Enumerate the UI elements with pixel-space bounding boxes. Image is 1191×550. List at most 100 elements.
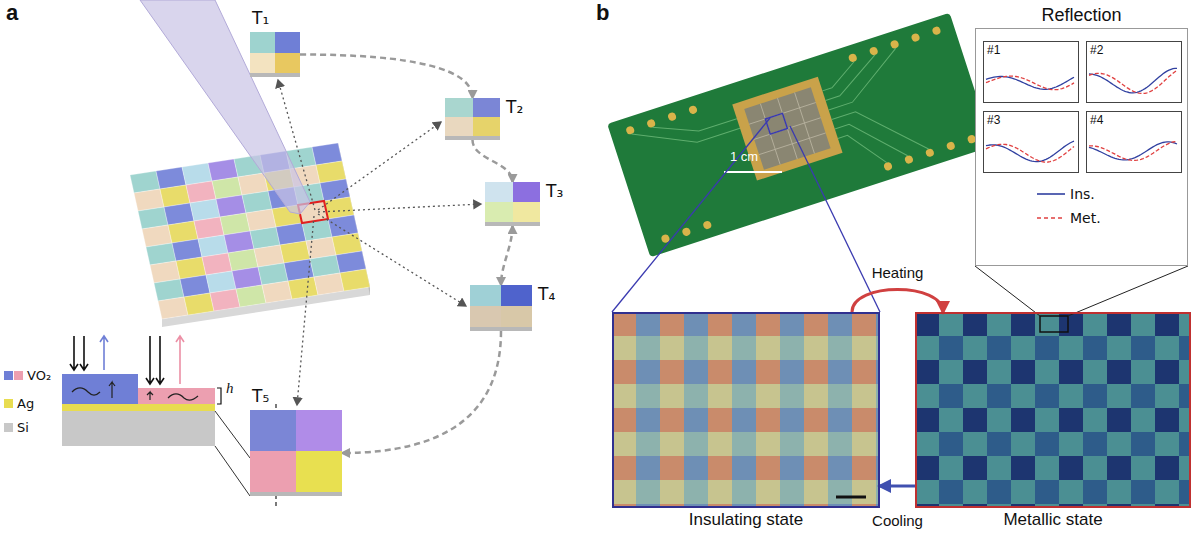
pixel — [288, 277, 318, 299]
graphic — [625, 26, 977, 244]
scale-bar — [836, 496, 866, 499]
tile-quadrant — [470, 306, 501, 327]
node-label: T₂ — [506, 98, 523, 118]
pixel — [236, 285, 266, 307]
spectrum-plot: #1 — [983, 41, 1079, 103]
connector — [880, 485, 915, 488]
connector — [342, 331, 501, 453]
graphic — [688, 105, 698, 115]
graphic — [910, 32, 920, 42]
tile-quadrant — [296, 451, 342, 492]
graphic — [156, 336, 164, 384]
legend-line — [1036, 213, 1066, 223]
tile-quadrant — [485, 182, 513, 202]
graphic — [318, 204, 481, 212]
spectrum-metallic — [1089, 141, 1177, 160]
tile-quadrant — [501, 285, 532, 306]
legend-line-sample — [1037, 217, 1065, 219]
legend-text: Si — [17, 420, 29, 435]
legend-item: VO₂ — [4, 368, 51, 383]
tile-quadrant — [473, 98, 501, 117]
graphic — [80, 336, 88, 370]
graphic — [318, 122, 441, 210]
graphic — [848, 53, 858, 63]
node-label: T₄ — [538, 285, 555, 305]
graphic — [681, 227, 691, 237]
probe-tip — [140, 0, 310, 214]
cross-section — [62, 336, 276, 506]
zoom-line — [790, 126, 880, 312]
connector — [852, 290, 943, 313]
pixel — [340, 269, 370, 291]
pcb-photo — [607, 13, 993, 257]
graphic — [146, 336, 154, 384]
microscope-panel: Insulating state — [612, 312, 880, 508]
graphic — [631, 102, 740, 161]
graphic — [817, 62, 860, 91]
node-label: Reflection — [976, 5, 1187, 26]
tile-quadrant — [250, 53, 275, 74]
connector — [473, 140, 513, 182]
legend-item: Ag — [4, 396, 34, 411]
zoom-box — [1040, 316, 1068, 332]
graphic — [795, 93, 815, 154]
pixel — [184, 293, 214, 315]
scale-bar — [724, 171, 782, 173]
reflection-panel: Reflection#1#2#3#4 — [975, 28, 1188, 266]
spectrum-insulating — [1089, 142, 1177, 160]
graphic — [72, 388, 100, 395]
spectrum-insulating — [1089, 68, 1177, 93]
legend-item: Si — [4, 420, 29, 435]
graphic — [217, 388, 221, 404]
node-label: T₁ — [252, 9, 269, 29]
spectrum-metallic — [1089, 71, 1177, 94]
edge-label: Cooling — [869, 512, 926, 529]
pixel — [210, 289, 240, 311]
pixel — [314, 273, 344, 295]
tile-quadrant — [275, 53, 300, 74]
graphic — [62, 404, 215, 411]
legend-line — [1036, 189, 1066, 199]
graphic — [109, 382, 115, 398]
tile-quadrant — [470, 285, 501, 306]
node-label: #1 — [987, 44, 1000, 58]
legend-swatch — [14, 371, 23, 380]
graphic — [138, 388, 215, 404]
legend-item: Ins. — [1036, 186, 1095, 202]
pixel-tile: T₄ — [470, 285, 532, 331]
node-label: T₃ — [546, 182, 563, 202]
graphic — [147, 392, 153, 400]
edge-label: Heating — [869, 264, 927, 281]
legend-swatch — [4, 423, 13, 432]
graphic — [702, 220, 712, 230]
spectrum-plot: #2 — [1086, 41, 1182, 103]
tile-quadrant — [250, 410, 296, 451]
graphic — [625, 125, 635, 135]
graphic — [832, 94, 929, 175]
spectrum-insulating — [986, 141, 1074, 161]
legend-text: Ins. — [1070, 186, 1095, 202]
spectra — [986, 68, 1177, 162]
scale-label: 1 cm — [730, 150, 758, 165]
graphic — [631, 48, 928, 235]
graphic — [817, 55, 884, 100]
tile-quadrant — [250, 32, 275, 53]
pixel-tile: T₂ — [445, 98, 500, 140]
tile-quadrant — [445, 117, 473, 136]
node-label: #4 — [1090, 114, 1103, 128]
spectrum-plot: #3 — [983, 111, 1079, 173]
graphic — [652, 102, 737, 145]
panel-letter: a — [6, 0, 18, 25]
graphic — [765, 113, 787, 134]
graphic — [100, 336, 108, 370]
graphic — [883, 161, 893, 171]
graphic — [869, 46, 879, 56]
tile-quadrant — [513, 202, 541, 222]
graphic — [838, 126, 887, 174]
node-label: #2 — [1090, 44, 1103, 58]
pixel — [262, 281, 292, 303]
microscope-panel: Metallic state — [915, 312, 1191, 508]
graphic — [931, 26, 941, 36]
